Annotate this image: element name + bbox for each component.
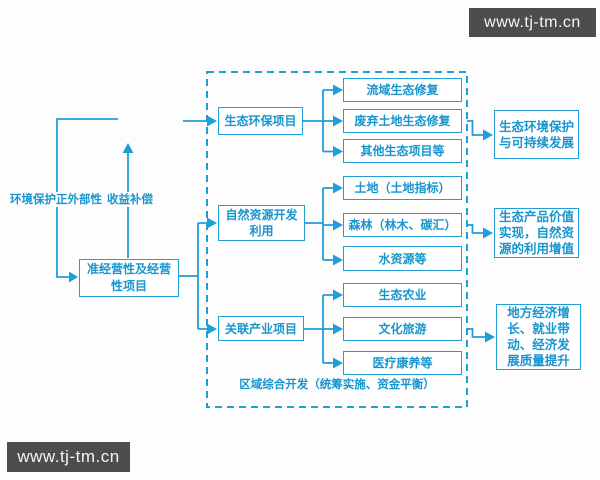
watermark-bottom-left: www.tj-tm.cn bbox=[7, 442, 130, 472]
related-industry-projects-box: 关联产业项目 bbox=[218, 316, 304, 341]
local-economy-outcome-box: 地方经济增 长、就业带 动、经济发 展质量提升 bbox=[496, 304, 581, 370]
eco-projects-fanout bbox=[303, 84, 343, 157]
other-eco-projects-box: 其他生态项目等 bbox=[343, 139, 462, 163]
watershed-restoration-box: 流域生态修复 bbox=[343, 78, 462, 102]
abandoned-land-restoration-box: 废弃土地生态修复 bbox=[343, 109, 462, 133]
quasi-operating-projects-box: 准经营性及经营 性项目 bbox=[79, 259, 179, 297]
cultural-tourism-box: 文化旅游 bbox=[343, 317, 462, 341]
land-quota-box: 土地（土地指标） bbox=[343, 176, 462, 200]
outcome-connectors bbox=[467, 120, 495, 343]
project-branch-connector bbox=[179, 217, 217, 335]
product-value-outcome-box: 生态产品价值 实现，自然资 源的利用增值 bbox=[494, 208, 579, 258]
eco-environmental-projects-box: 生态环保项目 bbox=[218, 107, 303, 135]
eco-protection-outcome-box: 生态环境保护 与可持续发展 bbox=[494, 110, 579, 159]
watermark-top-right: www.tj-tm.cn bbox=[469, 8, 596, 37]
related-industry-fanout bbox=[304, 289, 343, 369]
forest-carbon-box: 森林（林木、碳汇） bbox=[343, 213, 462, 237]
externality-label: 环境保护正外部性 bbox=[9, 192, 103, 207]
zone-caption: 区域综合开发（统筹实施、资金平衡） bbox=[239, 377, 435, 391]
natural-resource-fanout bbox=[305, 182, 343, 266]
water-resources-box: 水资源等 bbox=[343, 246, 462, 271]
zone-boundary bbox=[206, 71, 468, 408]
eco-agriculture-box: 生态农业 bbox=[343, 283, 462, 307]
natural-resource-development-box: 自然资源开发 利用 bbox=[218, 205, 305, 241]
compensation-label: 收益补偿 bbox=[106, 192, 154, 207]
medical-wellness-box: 医疗康养等 bbox=[343, 351, 462, 375]
